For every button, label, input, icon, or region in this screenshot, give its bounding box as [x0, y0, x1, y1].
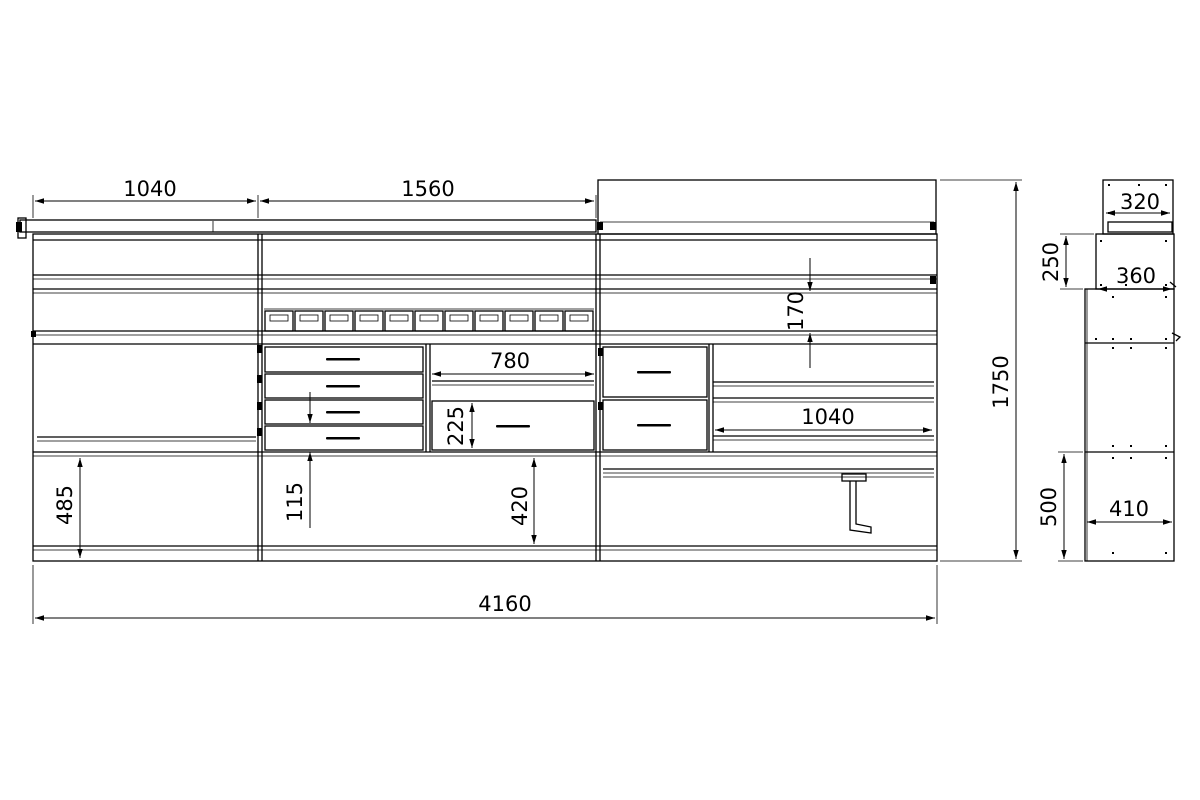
bins-row	[264, 308, 594, 332]
dim-middle-bottom-height: 420	[508, 486, 532, 526]
middle-drawer	[431, 380, 595, 451]
dim-small-drawer-height: 115	[283, 482, 307, 522]
bin-label-slot	[539, 314, 559, 322]
small-drawers	[264, 344, 431, 452]
bin-label-slot	[479, 314, 499, 322]
storage-bin	[564, 310, 594, 332]
dim-side-bottom-height: 500	[1037, 487, 1061, 527]
bin-label-slot	[509, 314, 529, 322]
dim-middle-drawer-width: 780	[490, 349, 530, 373]
storage-bin	[384, 310, 414, 332]
top-rail	[19, 219, 597, 233]
storage-bin	[324, 310, 354, 332]
storage-bin	[444, 310, 474, 332]
bin-label-slot	[569, 314, 589, 322]
dim-middle-width: 1560	[401, 177, 454, 201]
right-top-box	[597, 179, 937, 235]
right-drawers	[602, 344, 934, 452]
storage-bin	[264, 310, 294, 332]
dim-total-height: 1750	[989, 355, 1013, 408]
bin-label-slot	[449, 314, 469, 322]
bin-label-slot	[359, 314, 379, 322]
bin-label-slot	[299, 314, 319, 322]
storage-bin	[294, 310, 324, 332]
storage-bin	[474, 310, 504, 332]
dim-side-top-depth: 320	[1120, 190, 1160, 214]
bin-label-slot	[329, 314, 349, 322]
dim-side-upper-height: 250	[1039, 242, 1063, 282]
dim-left-bottom-height: 485	[53, 485, 77, 525]
cabinet-outline	[32, 233, 938, 562]
storage-bin	[534, 310, 564, 332]
dim-side-bottom-depth: 410	[1109, 497, 1149, 521]
bin-label-slot	[269, 314, 289, 322]
dim-shelf-gap: 170	[784, 291, 808, 331]
dim-right-drawer-width: 1040	[801, 405, 854, 429]
dim-drawer-height: 225	[444, 406, 468, 446]
bin-label-slot	[389, 314, 409, 322]
side-view: 320 360 250 500 410	[1037, 179, 1182, 562]
dim-side-upper-depth: 360	[1116, 264, 1156, 288]
dim-total-width: 4160	[478, 592, 531, 616]
storage-bin	[354, 310, 384, 332]
bin-label-slot	[419, 314, 439, 322]
drawer-handle	[326, 358, 360, 361]
front-view: 1040 1560 4160 1750 170 780 1040 225 115	[16, 177, 1022, 624]
right-bottom	[603, 468, 934, 534]
crank-icon	[841, 473, 867, 482]
dim-left-width: 1040	[123, 177, 176, 201]
hinge-markers	[16, 222, 936, 436]
storage-bin	[504, 310, 534, 332]
storage-bin	[414, 310, 444, 332]
